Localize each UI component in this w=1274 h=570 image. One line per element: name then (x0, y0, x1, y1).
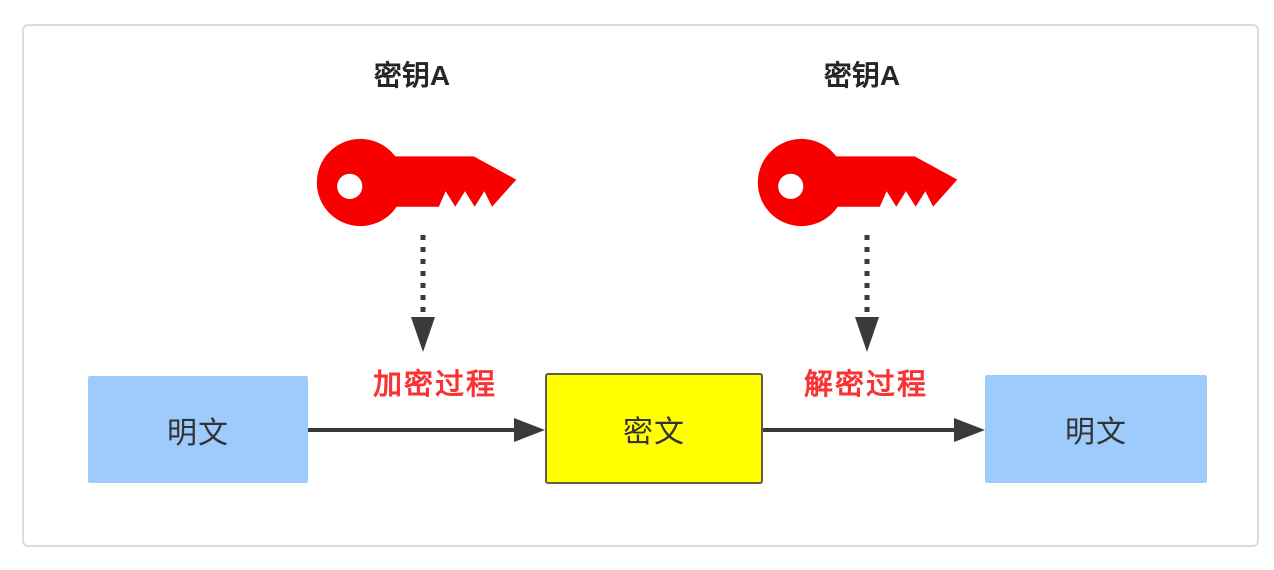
key-a-label-left: 密钥A (373, 60, 451, 91)
plaintext-node-right: 明文 (985, 375, 1207, 483)
decrypt-process-label: 解密过程 (803, 369, 928, 401)
right-arrow-icon (763, 418, 985, 442)
ciphertext-node: 密文 (545, 373, 763, 484)
ciphertext-node-label: 密文 (623, 415, 685, 449)
key-icon (757, 138, 958, 227)
dotted-down-arrow-icon (855, 235, 879, 352)
plaintext-node-right-label: 明文 (1065, 416, 1127, 449)
dotted-down-arrow-icon (411, 235, 435, 352)
plaintext-node-left: 明文 (88, 376, 308, 483)
right-arrow-icon (308, 418, 545, 442)
plaintext-node-left-label: 明文 (167, 416, 229, 450)
encrypt-process-label: 加密过程 (372, 369, 497, 401)
key-icon (316, 138, 517, 227)
key-a-label-right: 密钥A (823, 60, 901, 91)
